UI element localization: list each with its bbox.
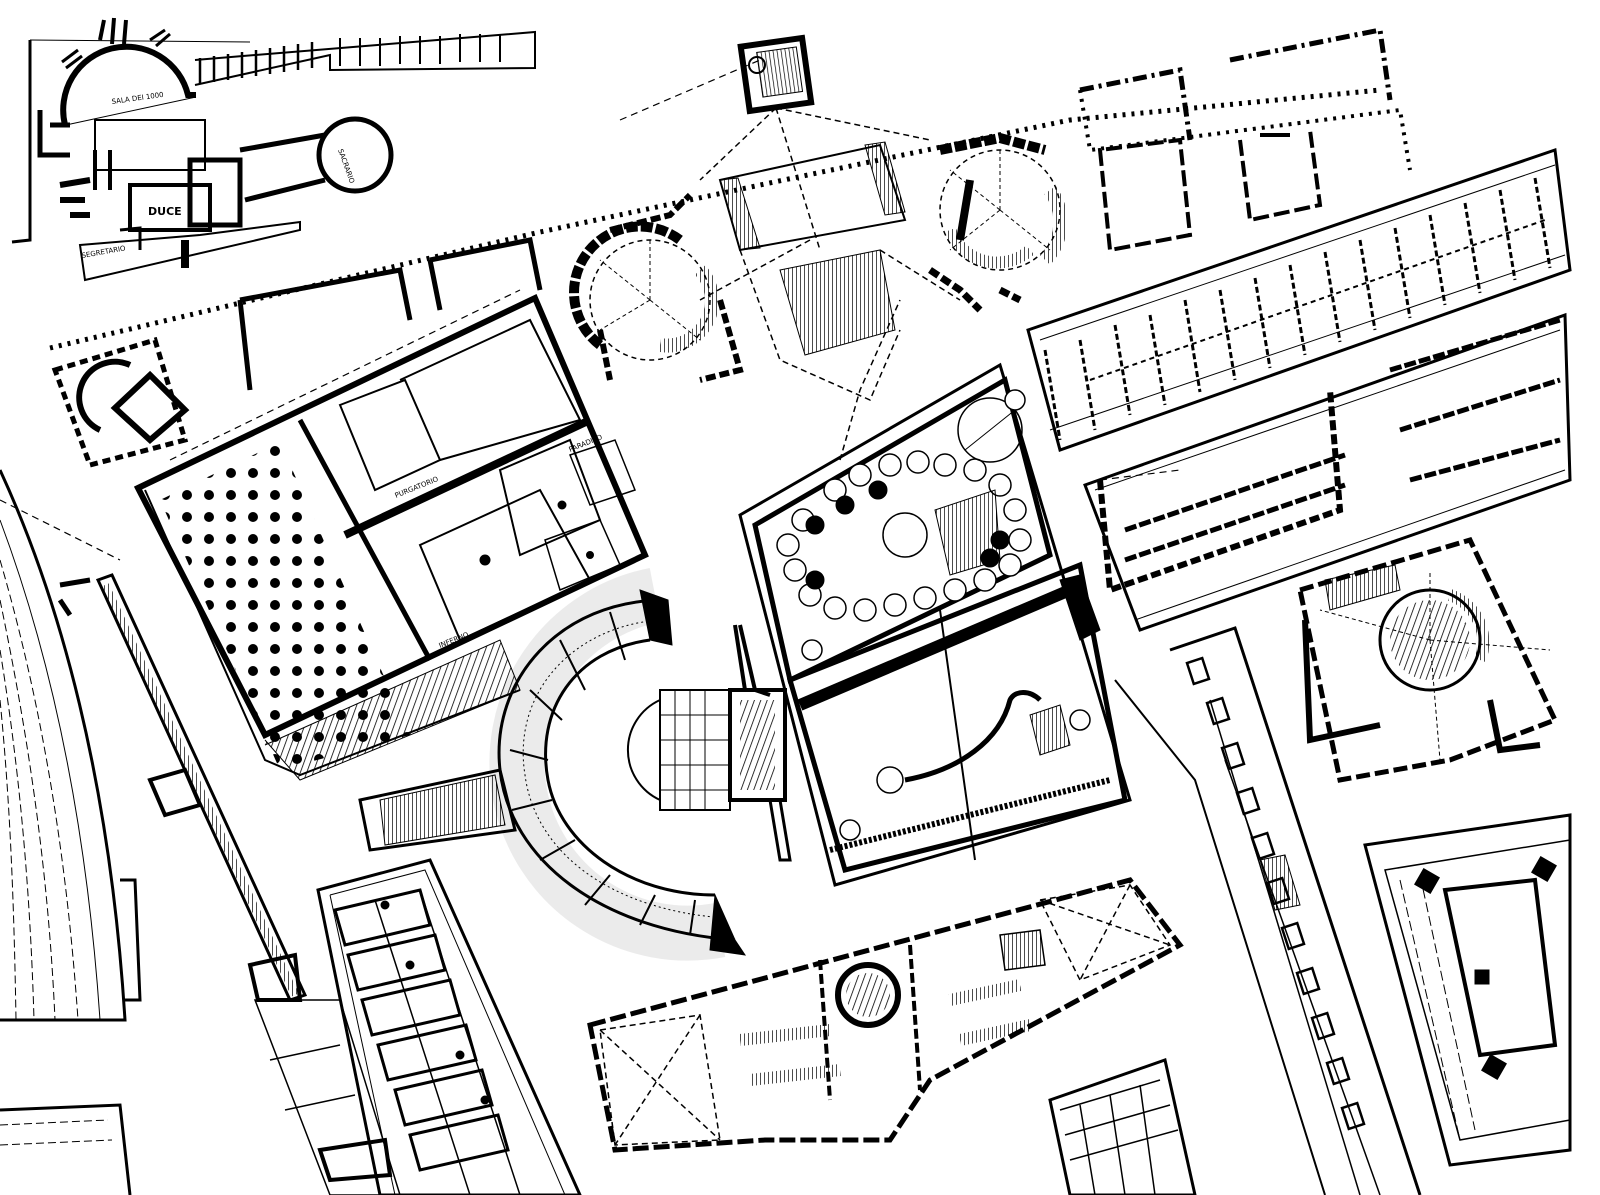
label-sacrario: SACRARIO: [336, 148, 356, 185]
label-duce: DUCE: [148, 205, 182, 218]
label-segretario: SEGRETARIO: [81, 244, 127, 260]
palazzo-block: [11, 17, 536, 282]
grid-pavilion: [626, 624, 792, 862]
diagonal-bar: [57, 573, 401, 1195]
horseshoe-theatre: [358, 568, 747, 961]
rotunda-block: [587, 877, 1184, 1153]
grid-block-lower: [316, 858, 582, 1195]
left-round-stair: [569, 192, 744, 383]
axial-guidelines: [0, 59, 1181, 561]
courtyard-block: [1363, 813, 1572, 1167]
stadium-curve: [0, 469, 142, 1195]
row-houses-lower: [1083, 312, 1572, 632]
label-sala: SALA DEI 1000: [111, 91, 164, 106]
central-garden-block: [738, 362, 1132, 887]
right-round-stair: [928, 132, 1068, 313]
axial-plaza: [699, 34, 961, 461]
small-block-bottom: [1048, 1058, 1197, 1195]
purgatorio-inferno-block: [133, 293, 649, 781]
square-pavilion: [51, 336, 190, 468]
colonnade-row: [49, 27, 1412, 391]
round-pavilion: [1297, 536, 1559, 783]
row-houses-upper: [1026, 147, 1572, 452]
diagonal-strip: [1114, 626, 1422, 1195]
